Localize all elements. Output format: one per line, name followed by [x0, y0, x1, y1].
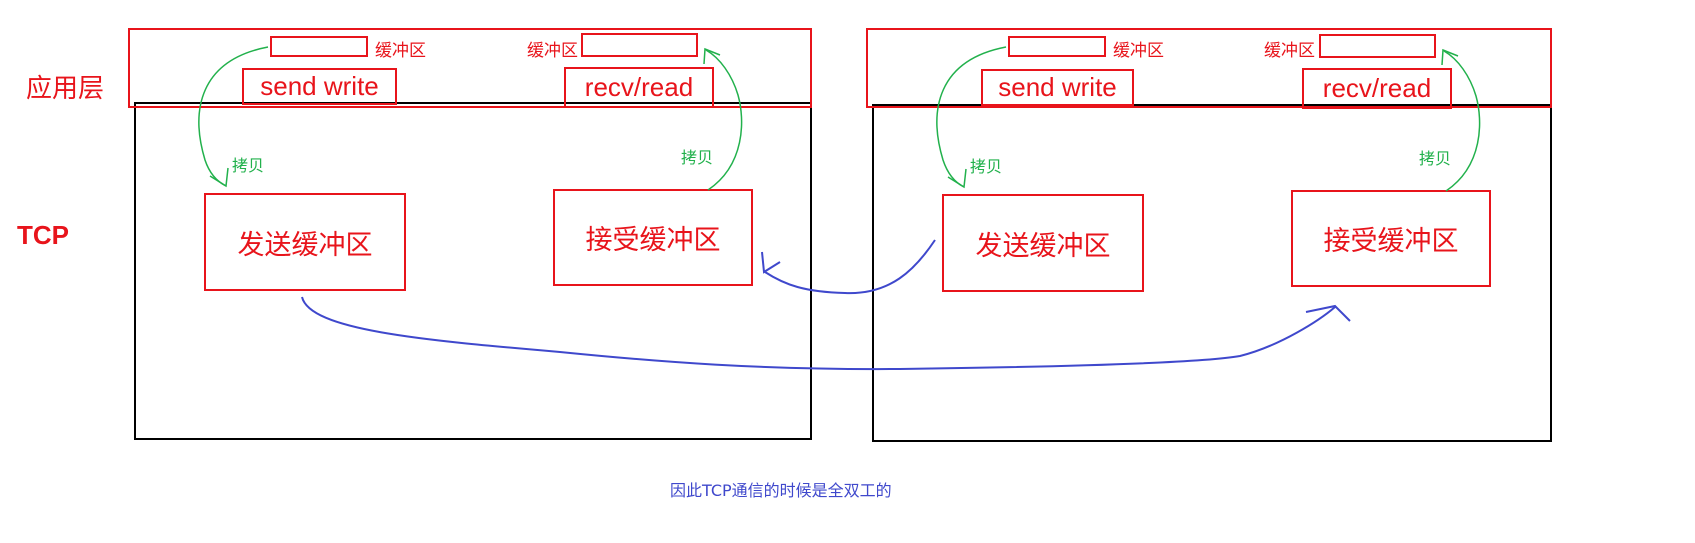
host-right-copy-left-label: 拷贝	[970, 157, 1003, 176]
host-left-send-small-buffer-label: 缓冲区	[375, 41, 426, 61]
host-right-send-small-buffer-label: 缓冲区	[1113, 41, 1164, 61]
host-right-app-layer-box	[866, 28, 1552, 108]
full-duplex-caption: 因此TCP通信的时候是全双工的	[670, 481, 892, 500]
host-right-recv-api: recv/read	[1302, 68, 1452, 109]
host-right-recv-buffer: 接受缓冲区	[1291, 190, 1491, 287]
host-left-send-buffer: 发送缓冲区	[204, 193, 406, 291]
tcp-layer-label: TCP	[17, 220, 69, 250]
host-left-app-layer-box	[128, 28, 812, 108]
host-right-send-api: send write	[981, 69, 1134, 106]
host-left-recv-buffer: 接受缓冲区	[553, 189, 753, 286]
host-left-copy-left-label: 拷贝	[232, 156, 265, 175]
host-right-recv-small-buffer-label: 缓冲区	[1264, 41, 1315, 61]
host-left-recv-api: recv/read	[564, 67, 714, 108]
host-left-recv-small-buffer-label: 缓冲区	[527, 41, 578, 61]
host-right-send-buffer: 发送缓冲区	[942, 194, 1144, 292]
host-left-copy-right-label: 拷贝	[681, 148, 714, 167]
host-right-copy-right-label: 拷贝	[1419, 149, 1452, 168]
host-right-recv-small-buffer	[1319, 34, 1436, 58]
host-right-send-small-buffer	[1008, 36, 1106, 57]
host-left-recv-small-buffer	[581, 33, 698, 57]
host-left-send-api: send write	[242, 68, 397, 105]
app-layer-label: 应用层	[26, 74, 105, 104]
host-left-send-small-buffer	[270, 36, 368, 57]
